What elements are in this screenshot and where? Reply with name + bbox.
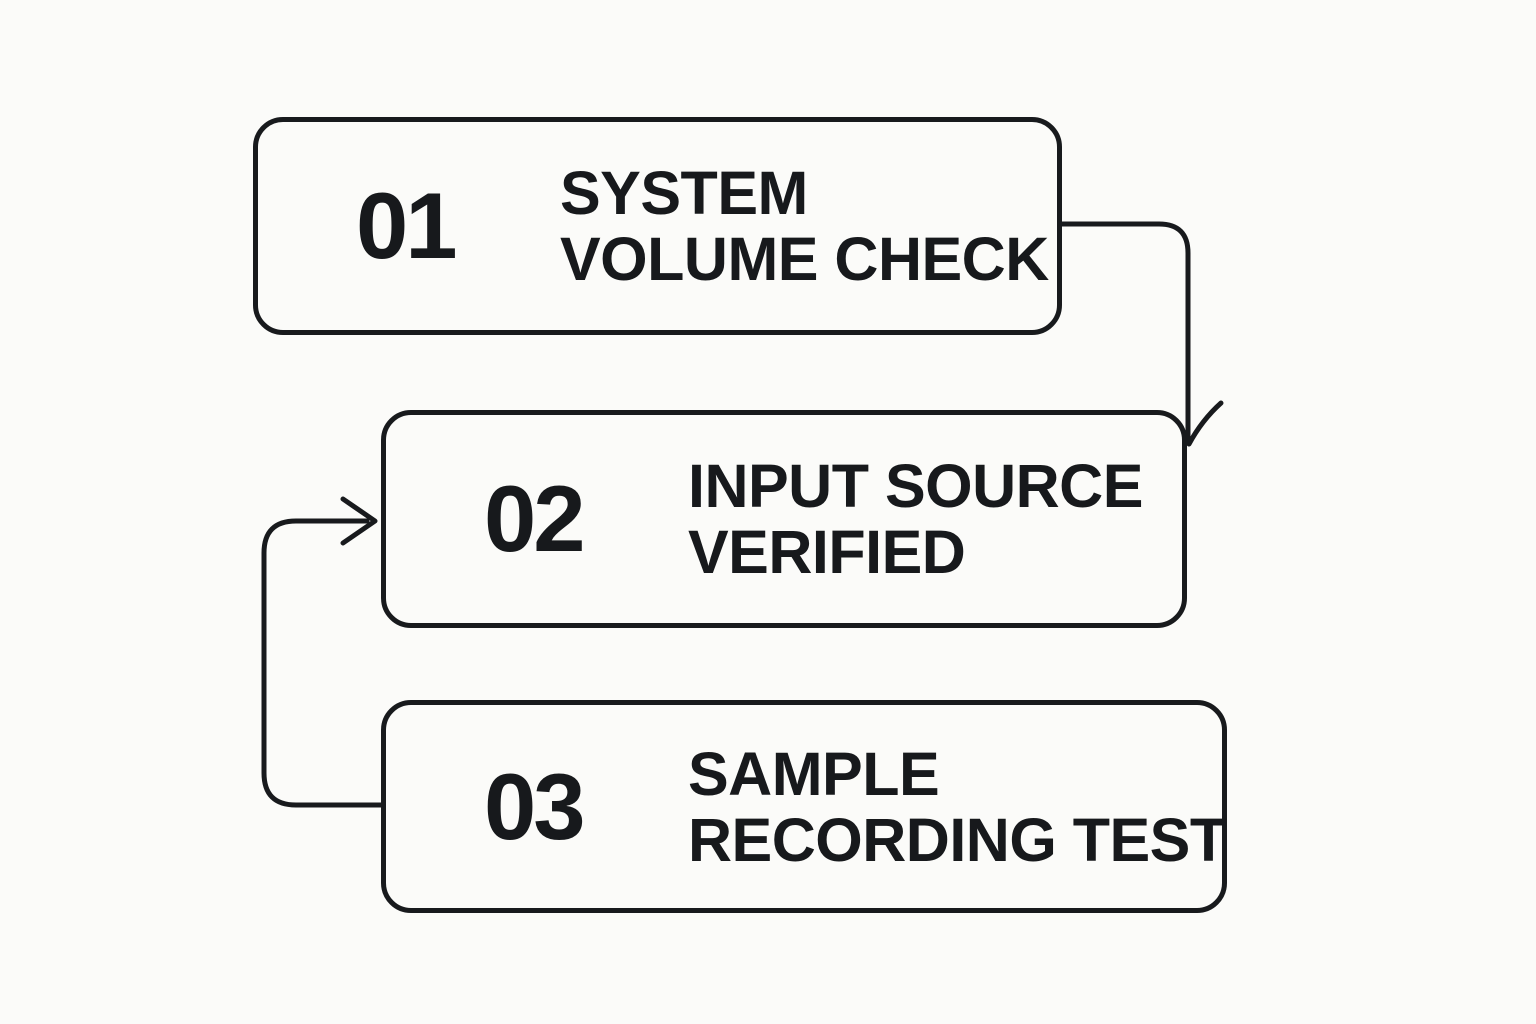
step-title-line: VOLUME CHECK [560, 225, 1049, 293]
step-title-line: VERIFIED [688, 518, 966, 586]
connector-line [1059, 221, 1191, 444]
connector-line [261, 518, 384, 808]
step-title: INPUT SOURCE VERIFIED [688, 453, 1143, 585]
step-box-01: 01 SYSTEM VOLUME CHECK [253, 117, 1062, 335]
arrowhead-down-icon [1186, 400, 1224, 447]
step-title-line: RECORDING TEST [688, 805, 1227, 874]
arrowhead-right-icon [340, 496, 378, 546]
step-title: SYSTEM VOLUME CHECK [560, 160, 1049, 292]
connector-step3-to-step2 [261, 496, 384, 808]
step-title-line: INPUT SOURCE [688, 452, 1143, 520]
step-number: 02 [484, 466, 586, 571]
step-number: 01 [356, 173, 458, 278]
step-number: 03 [484, 753, 586, 859]
step-box-03: 03 SAMPLE RECORDING TEST [381, 700, 1227, 913]
step-box-02: 02 INPUT SOURCE VERIFIED [381, 410, 1187, 628]
step-title-line: SYSTEM [560, 159, 808, 227]
step-title: SAMPLE RECORDING TEST [688, 741, 1227, 873]
step-title-line: SAMPLE [688, 739, 940, 808]
